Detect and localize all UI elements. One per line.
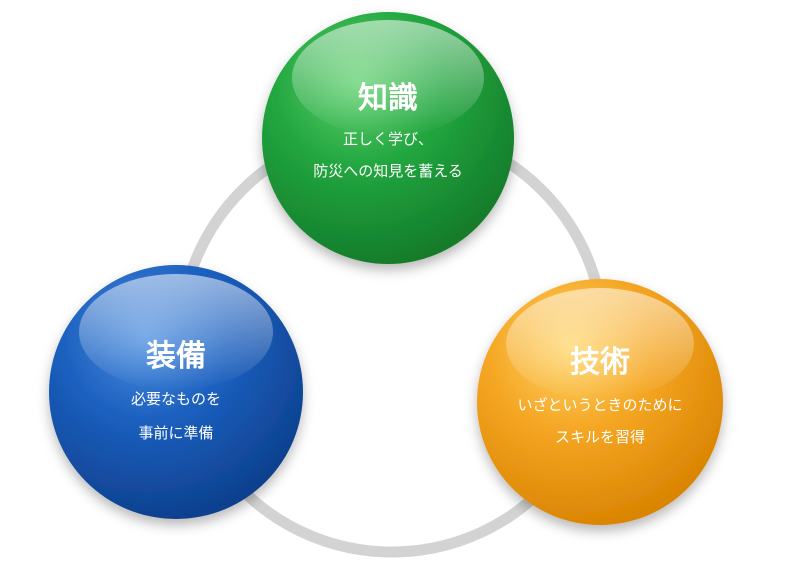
node-knowledge [262,12,514,264]
node-equipment-line-1: 必要なものを [131,390,221,408]
node-skill-line-2: スキルを習得 [555,428,645,446]
node-equipment-title: 装備 [146,339,206,374]
node-knowledge-line-1: 正しく学び、 [343,130,433,148]
node-knowledge-line-2: 防災への知見を蓄える [313,162,463,180]
node-knowledge-title: 知識 [358,81,418,116]
node-skill [477,279,723,525]
node-equipment-line-2: 事前に準備 [138,424,213,442]
node-equipment [49,265,303,519]
node-skill-gloss [506,288,694,400]
node-equipment-gloss [79,274,273,390]
node-skill-title: 技術 [570,345,630,380]
node-skill-line-1: いざというときのために [517,396,682,414]
node-knowledge-gloss [292,20,484,136]
